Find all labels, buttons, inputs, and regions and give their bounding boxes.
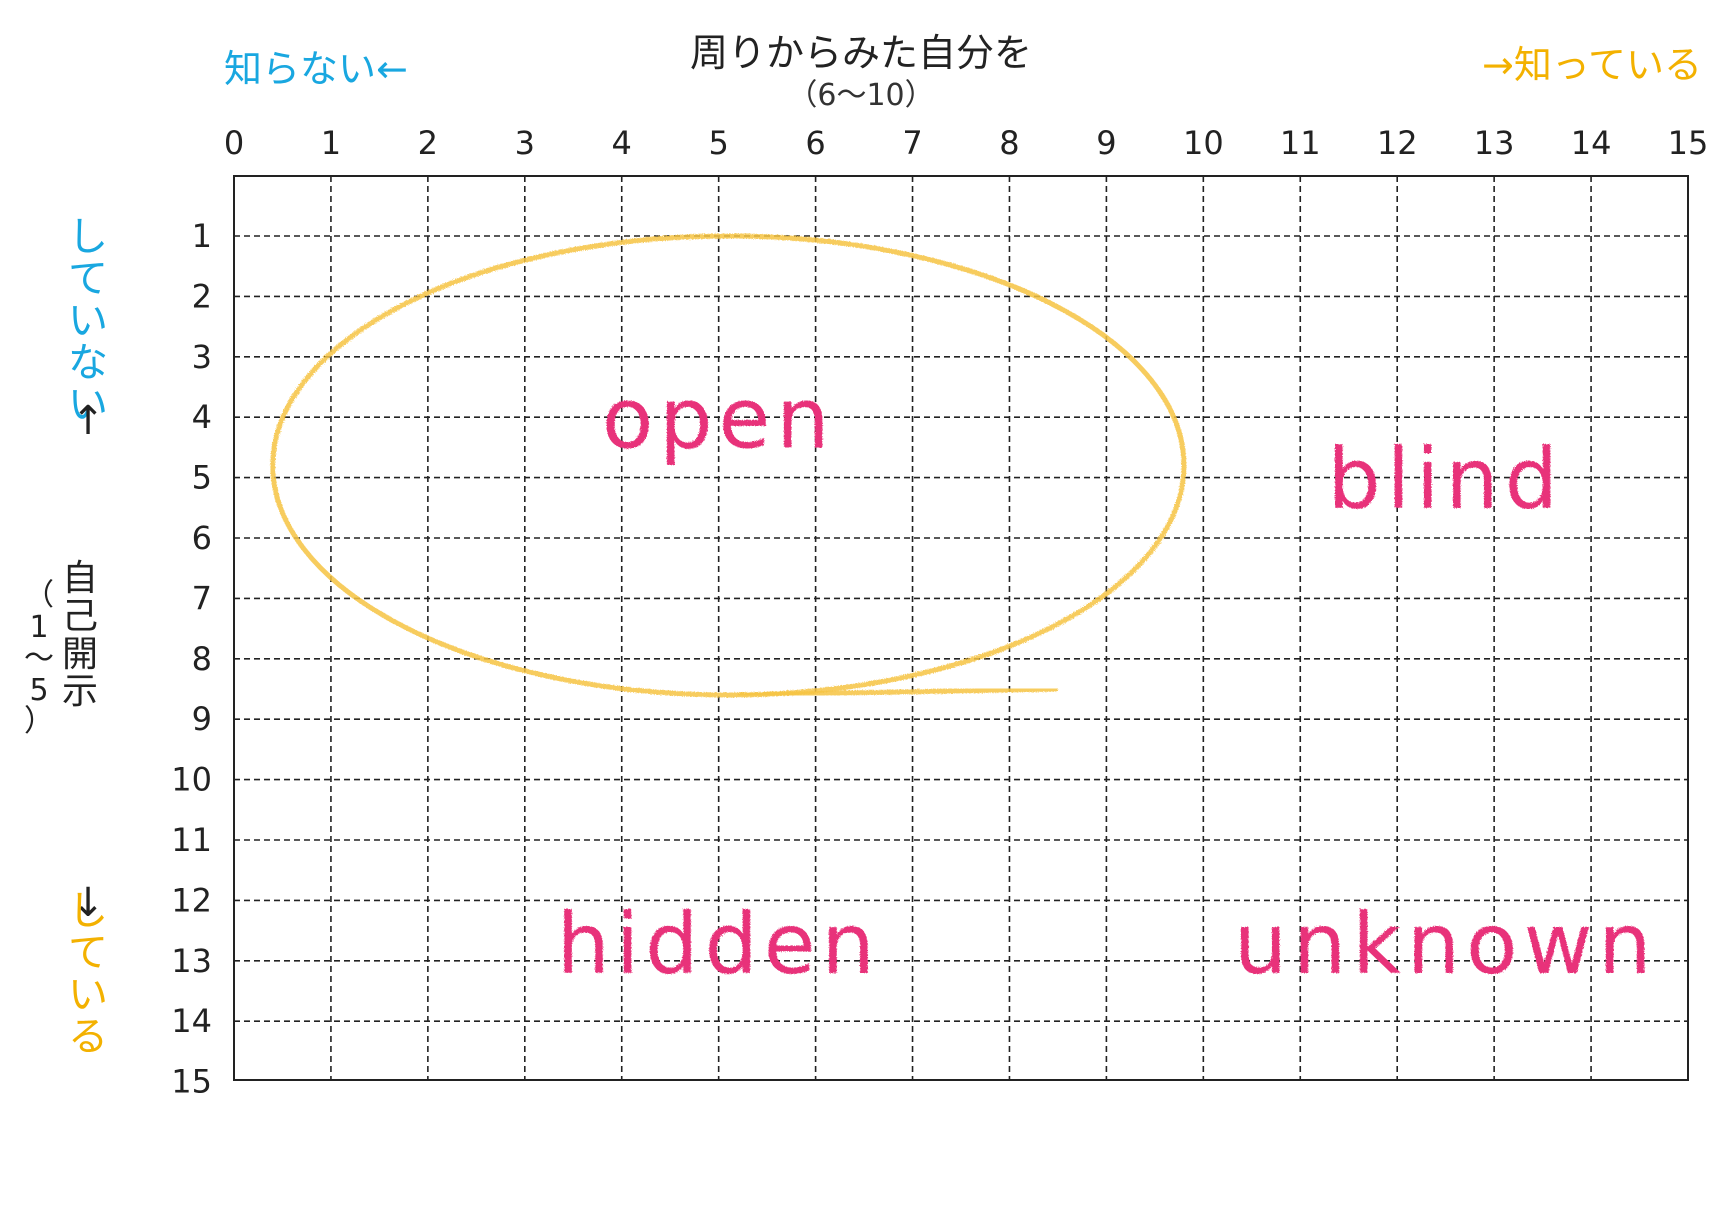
y-tick-label: 10: [171, 761, 212, 799]
vb-char: て: [68, 930, 108, 976]
x-tick-label: 3: [515, 124, 535, 162]
vy2-char: 5: [29, 672, 49, 708]
y-tick-label: 3: [192, 338, 212, 376]
quadrant-label-blind: blind: [1327, 430, 1564, 528]
y-tick-label: 1: [192, 217, 212, 255]
x-tick-label: 11: [1280, 124, 1321, 162]
vb-char: し: [68, 888, 108, 934]
x-left-label: 知らない←: [224, 47, 408, 91]
y-tick-label: 13: [171, 942, 212, 980]
y-tick-label: 11: [171, 821, 212, 859]
y-tick-label: 5: [192, 459, 212, 497]
vy2-char: 1: [29, 609, 49, 645]
x-tick-label: 0: [224, 124, 244, 162]
x-tick-label: 13: [1474, 124, 1515, 162]
quadrant-label-open: open: [602, 369, 836, 467]
x-tick-label: 4: [612, 124, 632, 162]
y-tick-label: 8: [192, 640, 212, 678]
y-tick-label: 4: [192, 398, 212, 436]
quadrant-label-unknown: unknown: [1234, 895, 1658, 993]
x-tick-label: 7: [902, 124, 922, 162]
y-tick-label: 14: [171, 1002, 212, 1040]
x-tick-label: 9: [1096, 124, 1116, 162]
y-top-label: していない: [68, 216, 108, 426]
x-tick-label: 2: [418, 124, 438, 162]
x-axis-title: 周りからみた自分を: [689, 31, 1032, 75]
grid-frame: [233, 175, 1689, 1081]
y-tick-label: 7: [192, 579, 212, 617]
y-axis-range: （1〜5）: [24, 580, 54, 738]
x-tick-label: 10: [1183, 124, 1224, 162]
vt-char: し: [68, 214, 108, 260]
vy-char: 示: [62, 671, 99, 713]
x-tick-label: 15: [1668, 124, 1709, 162]
x-tick-label: 5: [708, 124, 728, 162]
x-right-label: →知っている: [1482, 43, 1702, 87]
highlight-underline: [738, 686, 1058, 698]
vy-char: 己: [62, 595, 99, 637]
x-tick-label: 12: [1377, 124, 1418, 162]
x-tick-label: 8: [999, 124, 1019, 162]
y-axis-title: 自己開示: [62, 560, 98, 711]
vy-char: 開: [62, 633, 99, 675]
y-bottom-label: している: [68, 890, 108, 1058]
vt-char: な: [68, 340, 108, 386]
vy2-char: （: [24, 578, 54, 613]
vt-char: い: [68, 382, 108, 428]
quadrant-label-hidden: hidden: [557, 895, 881, 993]
vb-char: い: [68, 972, 108, 1018]
x-axis-range: （6〜10）: [787, 78, 935, 113]
vy-char: 自: [62, 558, 99, 599]
vy2-char: 〜: [24, 641, 54, 676]
vt-char: い: [68, 298, 108, 344]
vb-char: る: [68, 1014, 108, 1060]
y-tick-label: 12: [171, 881, 212, 919]
y-tick-label: 2: [192, 277, 212, 315]
y-tick-label: 9: [192, 700, 212, 738]
vt-char: て: [68, 256, 108, 302]
x-tick-label: 1: [321, 124, 341, 162]
highlight-ellipse: [270, 233, 1187, 698]
x-tick-label: 14: [1571, 124, 1612, 162]
y-tick-label: 6: [192, 519, 212, 557]
y-tick-label: 15: [171, 1063, 212, 1101]
down-arrow-icon: ↓: [71, 880, 105, 926]
up-arrow-icon: ↑: [71, 398, 105, 444]
vy2-char: ）: [24, 704, 54, 739]
x-tick-label: 6: [805, 124, 825, 162]
